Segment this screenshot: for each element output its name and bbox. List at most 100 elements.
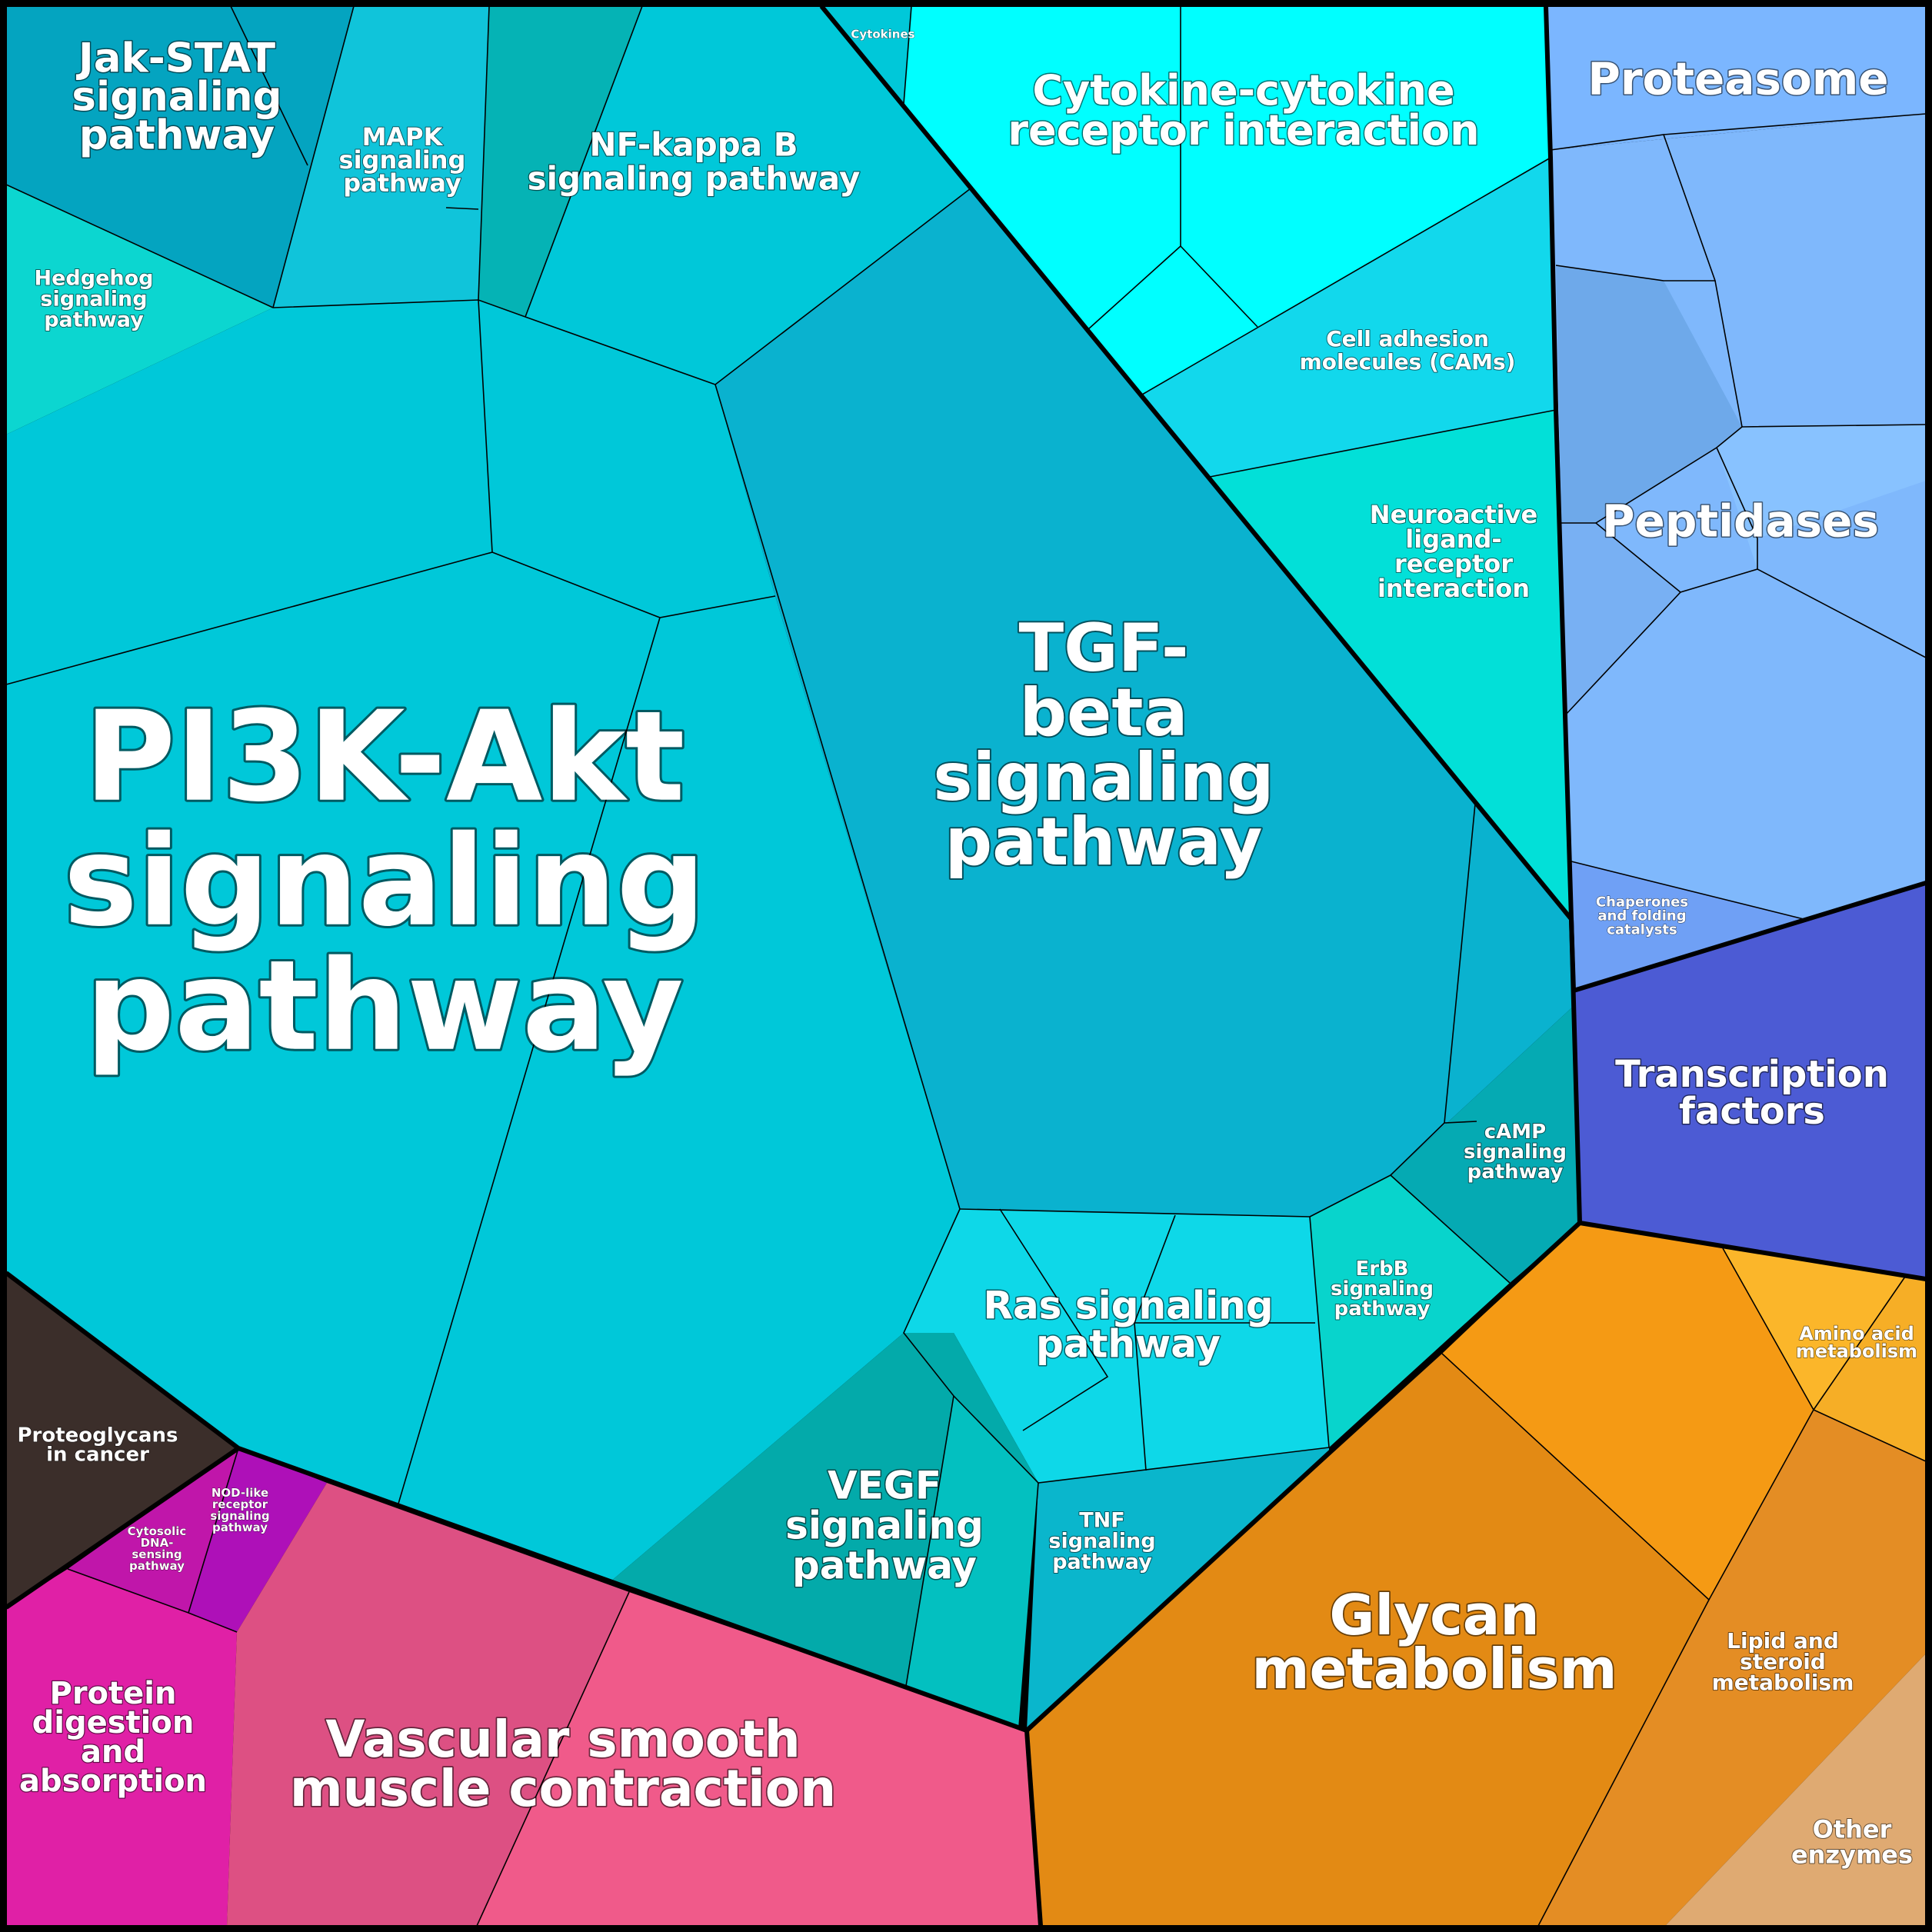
cell-cytosolic[interactable] [68,1448,238,1613]
label-mapk-line: MAPK [362,122,444,152]
label-transcription-factors-line: Transcription [1615,1053,1889,1096]
label-vascular-smooth-line: Vascular smooth [325,1710,800,1769]
label-hedgehog-line: signaling [40,287,147,311]
cell-tf[interactable] [1574,883,1926,1279]
cell-vascular-left[interactable] [227,1483,629,1926]
cell-cams[interactable] [1142,158,1556,477]
label-neuroactive-line: ligand- [1405,525,1501,554]
label-cytokines-line: Cytokines [851,27,914,41]
cell-proteoglycans[interactable] [6,1273,238,1607]
label-nod-like-line: NOD-like [212,1486,268,1500]
label-protein-digestion-line: and [81,1734,145,1770]
cell-tgf[interactable] [715,188,1574,1217]
label-tgf-beta-line: pathway [945,804,1263,881]
label-cytosolic-line: DNA- [141,1536,174,1550]
label-jak-stat-line: signaling [72,74,281,121]
label-nf-kappa-b-line: NF-kappa B [589,126,798,164]
label-other-enzymes-line: Other [1813,1815,1892,1844]
label-protein-digestion-line: Protein [50,1676,177,1711]
label-tgf-beta-line: signaling [933,739,1274,816]
label-peptidases: Peptidases [1602,495,1879,547]
cell-vascular[interactable] [477,1592,1041,1926]
label-cytokine-cytokine-line: Cytokine-cytokine [1032,66,1454,115]
label-nod-like-line: signaling [210,1509,269,1523]
label-jak-stat-line: pathway [79,112,275,159]
label-nf-kappa-b-line: signaling pathway [528,160,861,198]
cell-mapk[interactable] [273,6,489,308]
cell-vegf-right[interactable] [906,1396,1038,1727]
cell-peptidases-b[interactable] [1561,523,1681,715]
label-neuroactive-line: receptor [1394,549,1513,578]
label-nod-like-line: pathway [212,1521,268,1534]
cell-ras[interactable] [904,1209,1329,1483]
cell-cytokine[interactable] [904,6,1551,395]
cell-pi3k-top[interactable] [6,300,775,685]
cell-other[interactable] [1665,1654,1926,1926]
label-glycan-line: Glycan [1329,1583,1539,1647]
cell-proteasome[interactable] [1546,6,1926,150]
cell-peptidases-c[interactable] [1717,425,1926,569]
label-vascular-smooth-line: muscle contraction [290,1759,836,1818]
cell-pi3k[interactable] [6,552,660,1504]
cell-amino-right[interactable] [1814,1277,1926,1461]
cell-lipid[interactable] [1538,1410,1926,1926]
cells [6,6,1926,1926]
label-cytosolic-line: Cytosolic [128,1524,187,1538]
label-erbb-line: pathway [1334,1297,1431,1321]
cell-chaperones[interactable] [1571,861,1804,991]
label-nod-like-line: receptor [212,1497,268,1511]
label-neuroactive-line: interaction [1377,574,1530,603]
cell-protein-digestion[interactable] [6,1569,237,1926]
cell-nfkb[interactable] [525,6,971,385]
label-lipid-line: Lipid and [1727,1628,1839,1654]
label-cytosolic-line: pathway [129,1559,185,1573]
cell-glycan[interactable] [1027,1354,1709,1926]
label-protein-digestion-line: absorption [19,1764,207,1799]
label-tnf-line: TNF [1079,1508,1124,1532]
cell-peptidases-a[interactable] [1556,265,1742,523]
cell-nod[interactable] [188,1448,327,1632]
label-vegf-line: signaling [785,1504,984,1548]
label-vegf-line: VEGF [828,1464,941,1508]
cell-hedgehog[interactable] [6,185,273,435]
cell-pi3k-right[interactable] [398,596,960,1582]
label-proteoglycans-line: Proteoglycans [17,1424,178,1447]
label-tnf-line: signaling [1048,1529,1155,1553]
label-proteasome-line: Proteasome [1587,52,1888,105]
cell-camp[interactable] [1391,1006,1580,1283]
cell-glycan-top[interactable] [1442,1223,1814,1600]
label-glycan-line: metabolism [1251,1637,1617,1701]
label-proteoglycans-line: in cancer [46,1444,149,1467]
label-cytokine-cytokine-line: receptor interaction [1008,106,1479,155]
label-proteasome: Proteasome [1587,52,1888,105]
label-tgf-beta-line: beta [1019,675,1188,751]
cell-nfkb-left[interactable] [478,6,642,317]
cell-erbb[interactable] [1310,1175,1510,1447]
label-mapk-line: pathway [343,168,461,198]
label-ras-line: Ras signaling [983,1284,1273,1328]
cell-neuro[interactable] [1210,410,1571,919]
label-cell-adhesion-line: Cell adhesion [1326,326,1489,351]
label-cytokines: Cytokines [851,27,914,41]
label-amino-acid-line: Amino acid [1799,1323,1914,1344]
cell-amino[interactable] [1723,1248,1905,1410]
label-camp-line: pathway [1467,1161,1564,1184]
